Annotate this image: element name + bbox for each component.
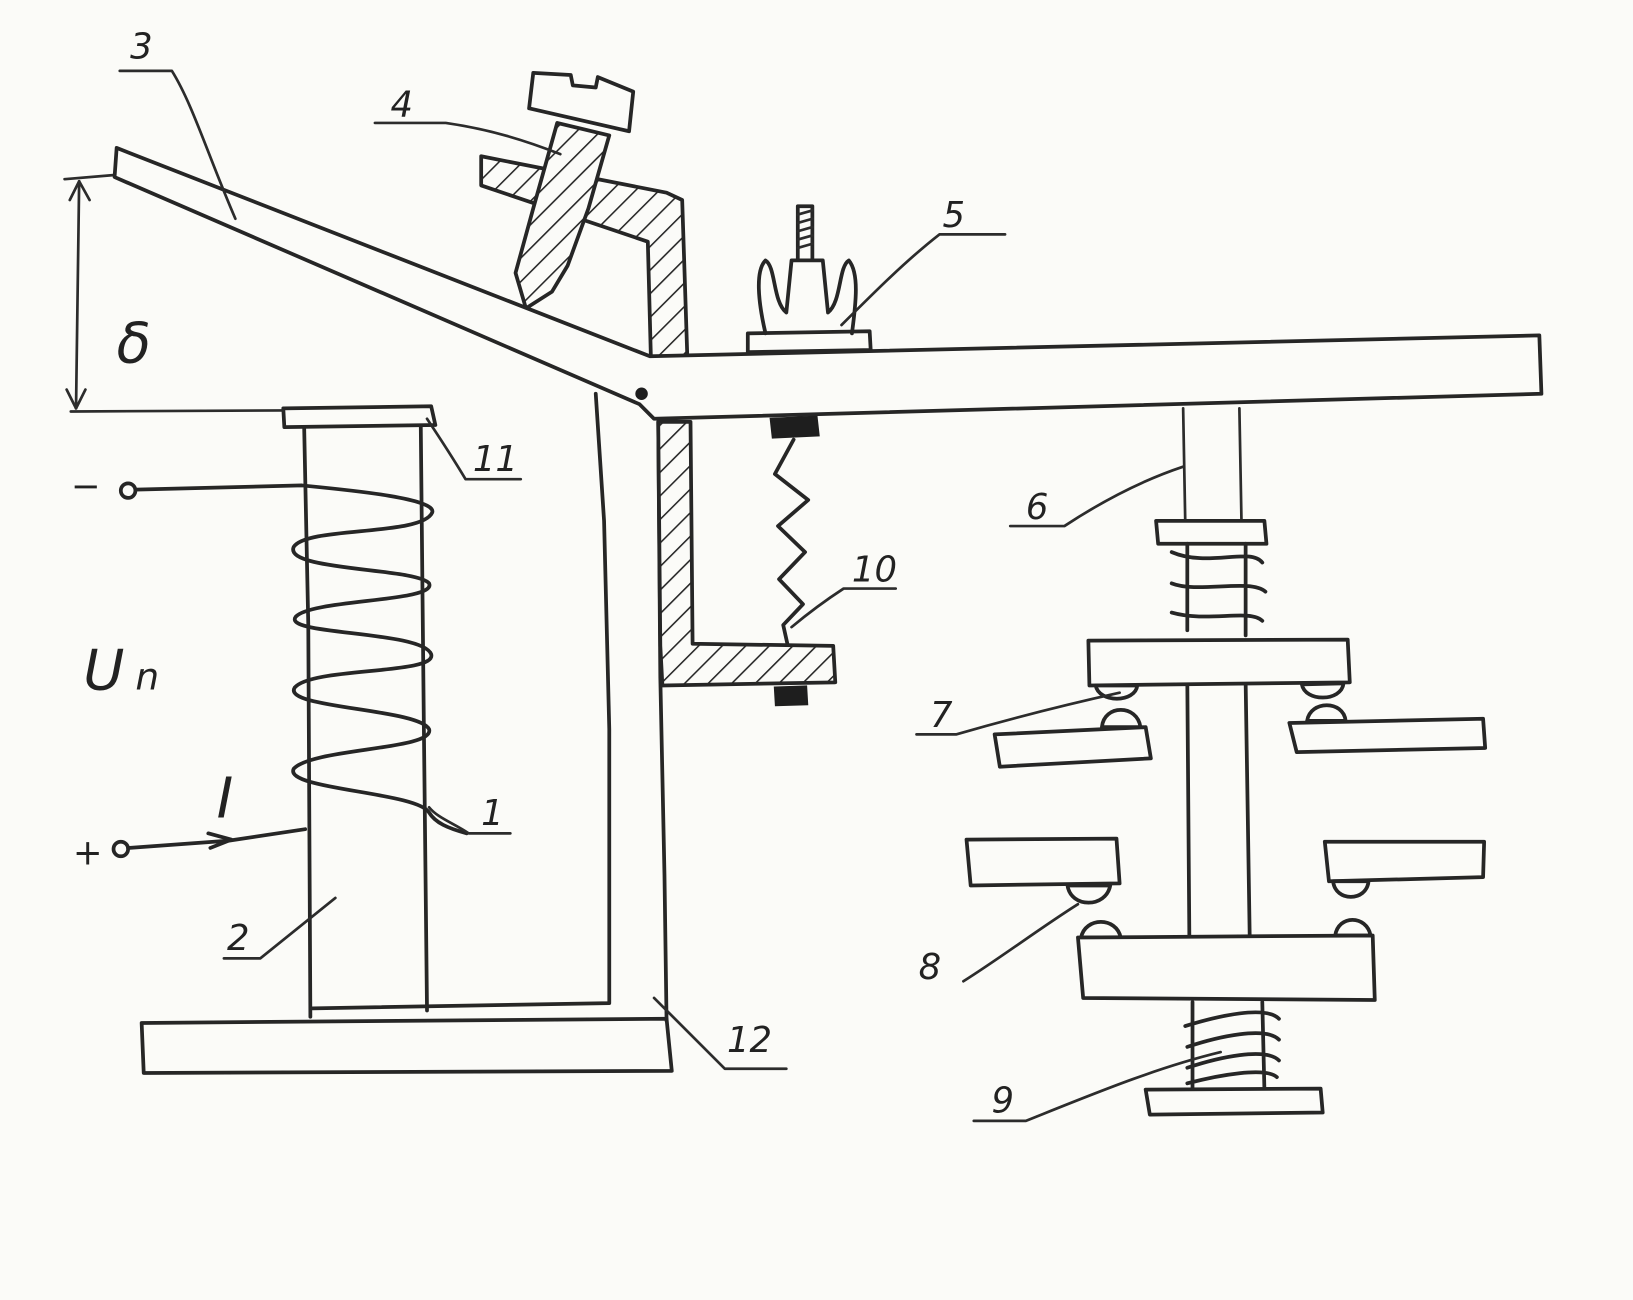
label-pole-shoe: 11 (473, 439, 518, 480)
core-left-edge (302, 423, 313, 1019)
label-lower-contacts: 8 (919, 947, 942, 988)
upper-right-fixed-plate (1287, 716, 1488, 754)
armature (112, 146, 1544, 421)
terminal-base (745, 329, 873, 354)
label-armature-spring: 10 (852, 549, 897, 590)
coil-winding (133, 483, 469, 836)
spring-bracket (656, 420, 838, 688)
label-terminal: 5 (943, 195, 966, 236)
gap-dimension-line (74, 179, 81, 410)
gap-bottom-extension (69, 409, 285, 413)
leader-upper-contacts (915, 691, 1121, 736)
label-yoke: 12 (727, 1020, 772, 1061)
gap-arrow-top (68, 179, 91, 202)
lower-right-fixed-contact (1331, 879, 1371, 899)
label-upper-contacts: 7 (930, 695, 953, 736)
collar-spring (1169, 541, 1268, 638)
lower-left-fixed-plate (964, 836, 1122, 888)
label-core: 2 (227, 918, 250, 959)
terminal-minus-pin (118, 481, 138, 500)
label-adjusting-screw: 4 (391, 85, 414, 126)
leader-core (222, 896, 337, 960)
plunger-collar (1154, 518, 1269, 546)
drawing-group: 3 4 5 6 10 11 1 2 7 8 9 12 δ U n I − + (63, 26, 1544, 1123)
lower-left-fixed-contact (1065, 883, 1113, 905)
lower-spring-nut (773, 685, 809, 707)
label-plunger: 6 (1026, 487, 1049, 528)
upper-contact-bridge (1086, 637, 1352, 688)
leader-yoke (652, 996, 788, 1071)
terminal-plus-pin (111, 839, 130, 859)
gap-top-extension (63, 173, 116, 181)
lower-right-fixed-plate (1322, 839, 1487, 884)
plunger-stem-right (1243, 680, 1252, 945)
armature-spring (773, 437, 811, 646)
lower-contact-bridge (1076, 933, 1377, 1002)
armature-pivot (635, 387, 648, 401)
leader-terminal (840, 233, 1007, 327)
symbol-terminal-minus: − (71, 466, 101, 507)
lower-left-moving-contact (1079, 920, 1123, 940)
upper-left-fixed-plate (992, 725, 1153, 769)
return-spring-base (1143, 1086, 1325, 1117)
leader-lower-contacts (962, 902, 1080, 983)
symbol-voltage: U (83, 639, 124, 704)
leader-plunger (1008, 465, 1185, 528)
terminal-stud-thread (796, 209, 814, 250)
symbol-air-gap: δ (117, 312, 151, 377)
symbol-terminal-plus: + (73, 833, 103, 874)
symbol-current: I (217, 767, 234, 832)
leader-armature-spring (790, 587, 898, 629)
symbol-voltage-subscript: n (135, 655, 159, 699)
core-right-edge (418, 423, 429, 1013)
plunger-upper-right (1238, 406, 1243, 523)
plunger-stem-left (1185, 680, 1192, 945)
lower-right-moving-contact (1333, 918, 1373, 938)
leader-pole-shoe (425, 417, 523, 481)
upper-right-fixed-contact (1305, 703, 1348, 723)
upper-spring-nut (769, 415, 820, 439)
leader-screw (373, 121, 562, 156)
gap-arrow-bottom (65, 388, 87, 410)
upper-left-fixed-contact (1100, 708, 1143, 729)
label-coil: 1 (481, 793, 504, 834)
label-armature: 3 (130, 26, 153, 67)
yoke-base-plate (139, 1016, 674, 1075)
yoke-inner-edge (310, 391, 612, 1011)
current-arrow-head (206, 831, 234, 850)
label-return-spring: 9 (992, 1081, 1015, 1122)
pole-shoe (281, 404, 438, 429)
upper-right-moving-contact (1300, 681, 1346, 700)
return-spring (1183, 1000, 1281, 1091)
plunger-upper-left (1181, 406, 1187, 523)
leader-coil (427, 805, 512, 835)
screw-shank (513, 121, 612, 311)
screw-head (527, 71, 636, 134)
terminal-clip (756, 258, 858, 336)
leader-return-spring (972, 1050, 1222, 1123)
leader-armature (118, 69, 237, 221)
